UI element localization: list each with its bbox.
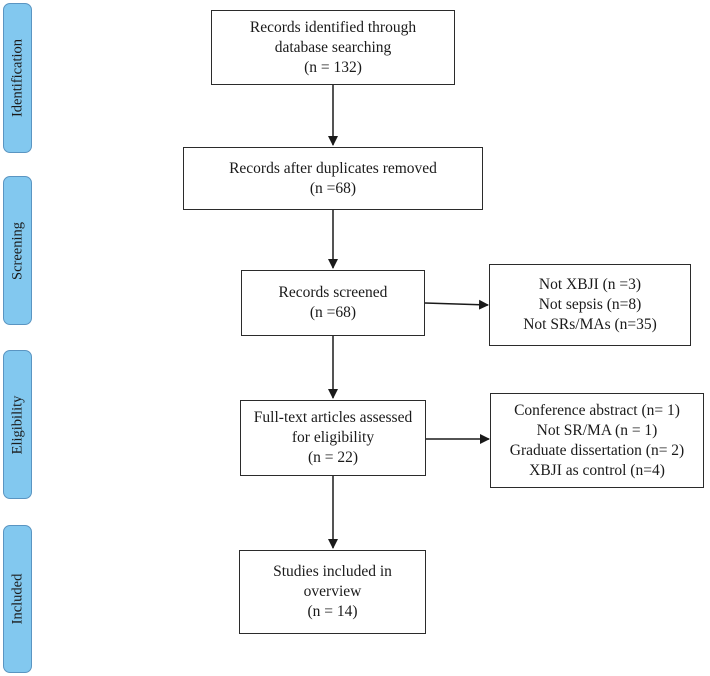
excluded-fulltext-line-4: XBJI as control (n=4) bbox=[529, 461, 665, 479]
screened-line-2: (n =68) bbox=[309, 304, 357, 321]
included-line-2: overview bbox=[303, 583, 362, 600]
stage-eligibility: Eligibility bbox=[3, 350, 32, 499]
box-excluded-fulltext: Conference abstract (n= 1) Not SR/MA (n … bbox=[490, 393, 704, 488]
duplicates-line-2: (n =68) bbox=[309, 179, 357, 197]
excluded-fulltext-line-1: Conference abstract (n= 1) bbox=[514, 401, 680, 419]
arrow-screened-to-excluded bbox=[424, 299, 489, 310]
box-fulltext-assessed: Full-text articles assessed for eligibil… bbox=[240, 400, 426, 476]
box-records-screened: Records screened (n =68) bbox=[241, 270, 425, 336]
box-records-identified: Records identified through database sear… bbox=[211, 10, 455, 85]
screened-line-1: Records screened bbox=[278, 284, 388, 301]
identified-line-3: (n = 132) bbox=[304, 58, 362, 76]
excluded-screen-line-3: Not SRs/MAs (n=35) bbox=[523, 316, 657, 333]
box-duplicates-removed: Records after duplicates removed (n =68) bbox=[183, 147, 483, 210]
fulltext-line-3: (n = 22) bbox=[307, 449, 359, 466]
box-studies-included: Studies included in overview (n = 14) bbox=[239, 550, 426, 634]
excluded-screen-line-2: Not sepsis (n=8) bbox=[538, 296, 642, 313]
stage-included: Included bbox=[3, 525, 32, 673]
excluded-fulltext-line-3: Graduate dissertation (n= 2) bbox=[509, 441, 685, 459]
stage-identification: Identification bbox=[3, 3, 32, 153]
fulltext-line-2: for eligibility bbox=[291, 429, 375, 446]
box-excluded-screening: Not XBJI (n =3) Not sepsis (n=8) Not SRs… bbox=[489, 264, 691, 346]
fulltext-line-1: Full-text articles assessed bbox=[253, 409, 413, 426]
excluded-fulltext-line-2: Not SR/MA (n = 1) bbox=[536, 421, 658, 439]
stage-screening: Screening bbox=[3, 176, 32, 325]
excluded-screen-line-1: Not XBJI (n =3) bbox=[538, 276, 642, 293]
identified-line-1: Records identified through bbox=[249, 18, 417, 36]
identified-line-2: database searching bbox=[274, 38, 392, 56]
duplicates-line-1: Records after duplicates removed bbox=[229, 159, 437, 177]
included-line-1: Studies included in bbox=[273, 563, 392, 580]
included-line-3: (n = 14) bbox=[307, 603, 358, 620]
